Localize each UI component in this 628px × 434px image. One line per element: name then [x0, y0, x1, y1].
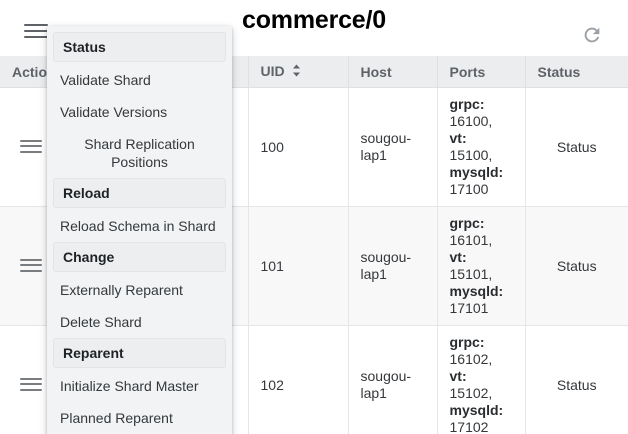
cell-host: sougou-lap1: [348, 206, 438, 327]
port-value-vt: 15101,: [449, 266, 493, 283]
column-header-ports: Ports: [437, 56, 526, 89]
refresh-icon[interactable]: [579, 22, 605, 48]
row-hamburger-bar: [20, 145, 42, 148]
cell-host: sougou-lap1: [348, 87, 438, 208]
port-value-mysqld: 17100: [449, 181, 489, 198]
hamburger-bar: [24, 30, 48, 32]
port-label-grpc: grpc:: [449, 215, 485, 232]
cell-ports: grpc: 16101, vt: 15101, mysqld: 17101: [437, 206, 526, 327]
menu-item-reload-schema-in-shard[interactable]: Reload Schema in Shard: [60, 218, 216, 234]
menu-item-initialize-shard-master[interactable]: Initialize Shard Master: [60, 378, 199, 394]
row-hamburger-bar: [20, 139, 42, 142]
sort-updown-icon[interactable]: [291, 64, 302, 80]
port-value-grpc: 16102,: [449, 351, 493, 368]
hamburger-bar: [24, 24, 48, 26]
column-header-uid[interactable]: UID: [248, 56, 349, 89]
port-label-mysqld: mysqld:: [449, 164, 504, 181]
menu-item-externally-reparent[interactable]: Externally Reparent: [60, 282, 183, 298]
row-hamburger-bar: [20, 383, 42, 386]
port-label-grpc: grpc:: [449, 334, 485, 351]
port-label-mysqld: mysqld:: [449, 402, 504, 419]
port-label-grpc: grpc:: [449, 96, 485, 113]
menu-section-header-reload: Reload: [53, 178, 226, 208]
row-hamburger-icon[interactable]: [20, 139, 42, 155]
menu-item-planned-reparent[interactable]: Planned Reparent: [60, 410, 173, 426]
menu-item-validate-shard[interactable]: Validate Shard: [60, 72, 151, 88]
row-hamburger-bar: [20, 377, 42, 380]
cell-uid: 100: [248, 87, 349, 208]
column-header-host: Host: [348, 56, 438, 89]
cell-uid: 101: [248, 206, 349, 327]
port-label-vt: vt:: [449, 249, 467, 266]
cell-ports: grpc: 16100, vt: 15100, mysqld: 17100: [437, 87, 526, 208]
port-label-vt: vt:: [449, 368, 467, 385]
port-value-vt: 15100,: [449, 147, 493, 164]
menu-section-header-change: Change: [53, 242, 226, 272]
row-hamburger-bar: [20, 388, 42, 391]
port-value-mysqld: 17102: [449, 419, 489, 434]
menu-section-header-status: Status: [53, 32, 226, 62]
port-value-grpc: 16100,: [449, 113, 493, 130]
port-value-grpc: 16101,: [449, 232, 493, 249]
cell-ports: grpc: 16102, vt: 15102, mysqld: 17102: [437, 325, 526, 434]
row-hamburger-bar: [20, 269, 42, 272]
port-label-mysqld: mysqld:: [449, 283, 504, 300]
row-hamburger-bar: [20, 150, 42, 153]
cell-status[interactable]: Status: [525, 325, 628, 434]
column-header-status: Status: [525, 56, 628, 89]
cell-status[interactable]: Status: [525, 87, 628, 208]
row-hamburger-bar: [20, 264, 42, 267]
menu-section-header-reparent: Reparent: [53, 338, 226, 368]
cell-status[interactable]: Status: [525, 206, 628, 327]
cell-host: sougou-lap1: [348, 325, 438, 434]
row-hamburger-bar: [20, 258, 42, 261]
column-header-uid-label: UID: [260, 63, 285, 79]
menu-item-validate-versions[interactable]: Validate Versions: [60, 104, 168, 120]
cell-uid: 102: [248, 325, 349, 434]
menu-item-delete-shard[interactable]: Delete Shard: [60, 314, 142, 330]
page-title: commerce/0: [242, 6, 386, 34]
port-value-vt: 15102,: [449, 385, 493, 402]
row-hamburger-icon[interactable]: [20, 377, 42, 393]
port-value-mysqld: 17101: [449, 300, 489, 317]
hamburger-bar: [24, 36, 48, 38]
hamburger-icon[interactable]: [24, 24, 48, 40]
shard-actions-menu[interactable]: Status Validate Shard Validate Versions …: [47, 26, 232, 434]
port-label-vt: vt:: [449, 130, 467, 147]
menu-item-shard-replication-positions[interactable]: Shard Replication Positions: [84, 136, 195, 170]
row-hamburger-icon[interactable]: [20, 258, 42, 274]
